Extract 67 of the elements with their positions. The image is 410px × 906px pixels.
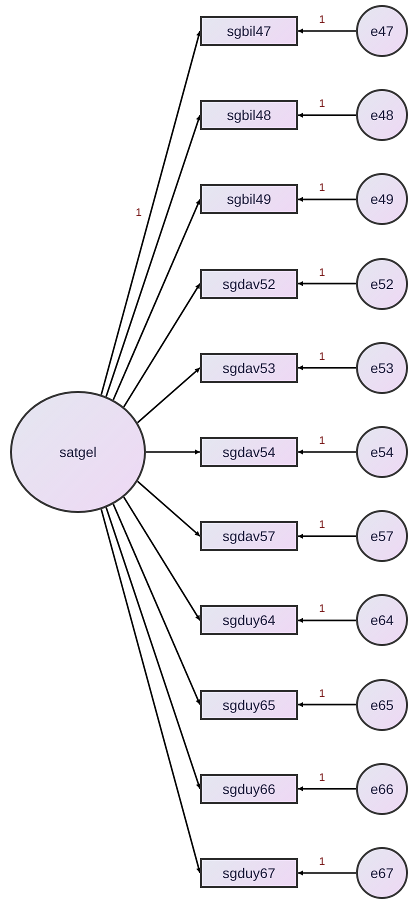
edge-label: 1: [318, 688, 326, 700]
edge-label: 1: [318, 350, 326, 363]
variable-name: e57: [370, 528, 394, 544]
variable-name: sgbil47: [226, 23, 272, 39]
error-term-circle: [356, 5, 408, 57]
arrow: [137, 367, 201, 424]
edge-label: 1: [318, 435, 326, 447]
arrow: [298, 281, 356, 286]
observed-variable-box: [200, 184, 298, 214]
arrow: [298, 365, 356, 370]
arrow: [298, 196, 356, 202]
arrow: [112, 504, 201, 705]
observed-variable-box: [200, 268, 298, 299]
variable-name: sgbil48: [226, 107, 272, 124]
observed-variable-box: [200, 100, 298, 130]
observed-variable-box: [200, 605, 298, 636]
variable-name: sgbil49: [226, 191, 272, 208]
error-term-circle: [356, 847, 408, 899]
error-term-circle: [356, 426, 408, 478]
observed-variable-box: [200, 352, 298, 383]
variable-name: e67: [370, 865, 394, 881]
arrow: [137, 480, 201, 537]
arrow: [298, 28, 356, 34]
observed-variable-box: [200, 774, 298, 804]
arrow: [298, 618, 356, 623]
variable-name: sgdav57: [222, 528, 276, 544]
variable-name: e66: [370, 780, 394, 797]
edge-label: 1: [134, 206, 143, 219]
variable-name: e49: [370, 191, 394, 208]
edge-label: 1: [318, 14, 326, 26]
variable-name: e53: [370, 360, 394, 376]
variable-name: e65: [370, 696, 394, 713]
arrow: [105, 507, 201, 790]
variable-name: sgduy66: [222, 780, 276, 797]
variable-name: e64: [370, 612, 394, 628]
observed-variable-box: [200, 690, 298, 720]
arrow: [298, 534, 356, 539]
observed-variable-box: [200, 437, 298, 467]
arrow: [298, 112, 356, 118]
variable-name: sgdav52: [222, 276, 276, 292]
arrow: [123, 283, 201, 408]
variable-name: sgdav54: [222, 444, 276, 460]
arrow: [298, 786, 356, 792]
variable-name: sgdav53: [222, 360, 276, 376]
variable-name: e54: [370, 444, 394, 460]
variable-name: e52: [370, 276, 394, 292]
observed-variable-box: [200, 16, 298, 46]
variable-name: e47: [370, 23, 394, 39]
arrow: [105, 114, 201, 397]
arrow: [112, 199, 201, 400]
edge-label: 1: [318, 856, 326, 868]
arrow: [298, 450, 356, 454]
variable-name: sgduy67: [222, 865, 276, 881]
edge-label: 1: [318, 772, 326, 784]
variable-name: sgduy64: [222, 612, 276, 628]
arrow: [100, 30, 202, 395]
variable-name: sgduy65: [222, 696, 276, 713]
arrow: [123, 496, 201, 621]
arrow: [146, 450, 200, 454]
observed-variable-box: [200, 858, 298, 888]
arrow: [298, 702, 356, 708]
edge-label: 1: [318, 266, 326, 279]
arrow: [100, 509, 202, 874]
variable-name: satgel: [59, 444, 97, 460]
arrow: [298, 870, 356, 876]
variable-name: e48: [370, 107, 394, 124]
observed-variable-box: [200, 521, 298, 552]
